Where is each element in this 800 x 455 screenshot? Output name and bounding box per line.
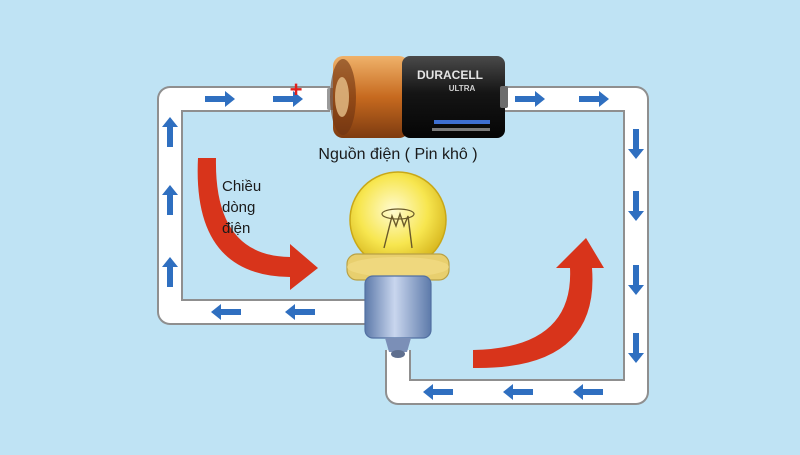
flow-arrow-icon: [573, 384, 603, 400]
plus-sign: +: [290, 77, 303, 102]
battery-brand: DURACELL: [417, 68, 483, 82]
flow-arrow-icon: [628, 333, 644, 363]
flow-arrow-icon: [285, 304, 315, 320]
flow-arrow-icon: [628, 129, 644, 159]
battery-icon: DURACELL ULTRA: [327, 56, 508, 138]
flow-arrows: [162, 91, 644, 400]
flow-arrow-icon: [515, 91, 545, 107]
current-direction-line: Chiều: [222, 178, 262, 195]
flow-arrow-icon: [211, 304, 241, 320]
flow-arrow-icon: [205, 91, 235, 107]
flow-arrow-icon: [162, 117, 178, 147]
flow-arrow-icon: [503, 384, 533, 400]
flow-arrow-icon: [273, 91, 303, 107]
battery-caption: Nguồn điện ( Pin khô ): [318, 146, 478, 163]
current-direction-line: điện: [222, 220, 251, 237]
flow-arrow-icon: [162, 257, 178, 287]
flow-arrow-icon: [162, 185, 178, 215]
current-arrows: [197, 158, 604, 369]
light-bulb-icon: [346, 171, 450, 358]
current-arrow-right-icon: [473, 238, 604, 369]
flow-arrow-icon: [423, 384, 453, 400]
flow-arrow-icon: [628, 265, 644, 295]
current-direction-label: Chiều dòng điện: [222, 176, 261, 239]
current-arrow-left-icon: [197, 158, 318, 290]
flow-arrow-icon: [579, 91, 609, 107]
battery-model: ULTRA: [449, 84, 476, 93]
current-direction-line: dòng: [222, 199, 256, 216]
flow-arrow-icon: [628, 191, 644, 221]
